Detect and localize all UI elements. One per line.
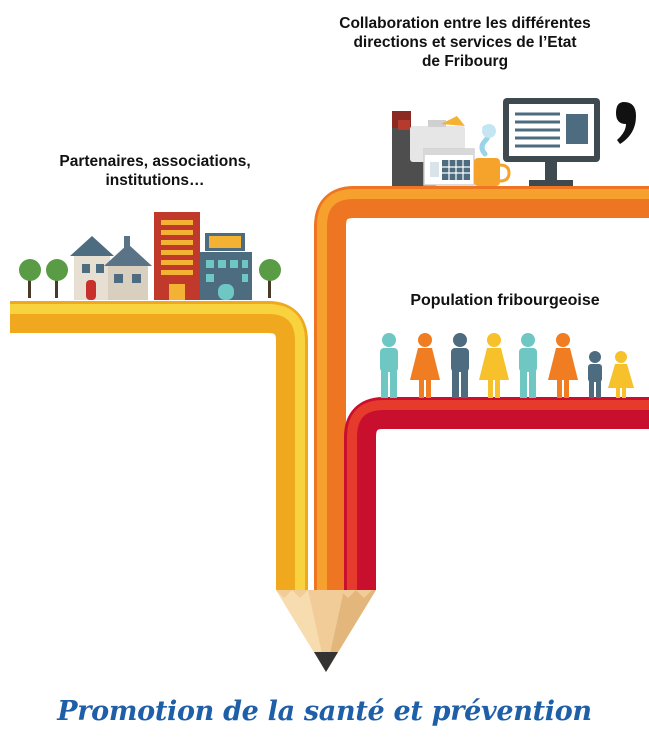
- apartment-building-icon: [154, 212, 200, 300]
- orange-pencil-body: [314, 186, 649, 590]
- government-services-label-line1: Collaboration entre les différentes: [339, 15, 591, 32]
- pencil-tip: [276, 590, 376, 672]
- man-icon: [451, 333, 469, 398]
- government-services-label: Collaboration entre les différentes dire…: [300, 14, 630, 71]
- house-icon: [70, 236, 114, 300]
- girl-icon: [608, 351, 634, 398]
- partners-label: Partenaires, associations, institutions…: [30, 152, 280, 190]
- desktop-monitor-icon: [503, 98, 600, 186]
- partners-icons: [19, 212, 281, 300]
- man-icon: [519, 333, 537, 398]
- tree-icon: [259, 259, 281, 298]
- woman-icon: [410, 333, 440, 398]
- main-title: Promotion de la santé et prévention: [57, 696, 592, 727]
- shop-building-icon: [200, 233, 252, 300]
- population-icons: [380, 333, 634, 398]
- woman-icon: [479, 333, 509, 398]
- red-pencil-body: [344, 397, 649, 590]
- coffee-mug-icon: [474, 124, 511, 186]
- government-icons: [392, 98, 636, 186]
- partners-label-line1: Partenaires, associations,: [59, 153, 251, 170]
- woman-icon: [548, 333, 578, 398]
- population-label: Population fribourgeoise: [410, 292, 600, 309]
- tree-icon: [19, 259, 41, 298]
- government-services-label-line2: directions et services de l’Etat: [353, 34, 577, 51]
- partners-label-line2: institutions…: [105, 172, 205, 189]
- boy-icon: [588, 351, 602, 398]
- government-services-label-line3: de Fribourg: [421, 53, 509, 70]
- man-icon: [380, 333, 398, 398]
- quote-mark-icon: [616, 102, 636, 144]
- house-icon: [104, 236, 152, 300]
- calendar-icon: [423, 148, 475, 186]
- yellow-pencil-body: [10, 301, 308, 590]
- tree-icon: [46, 259, 68, 298]
